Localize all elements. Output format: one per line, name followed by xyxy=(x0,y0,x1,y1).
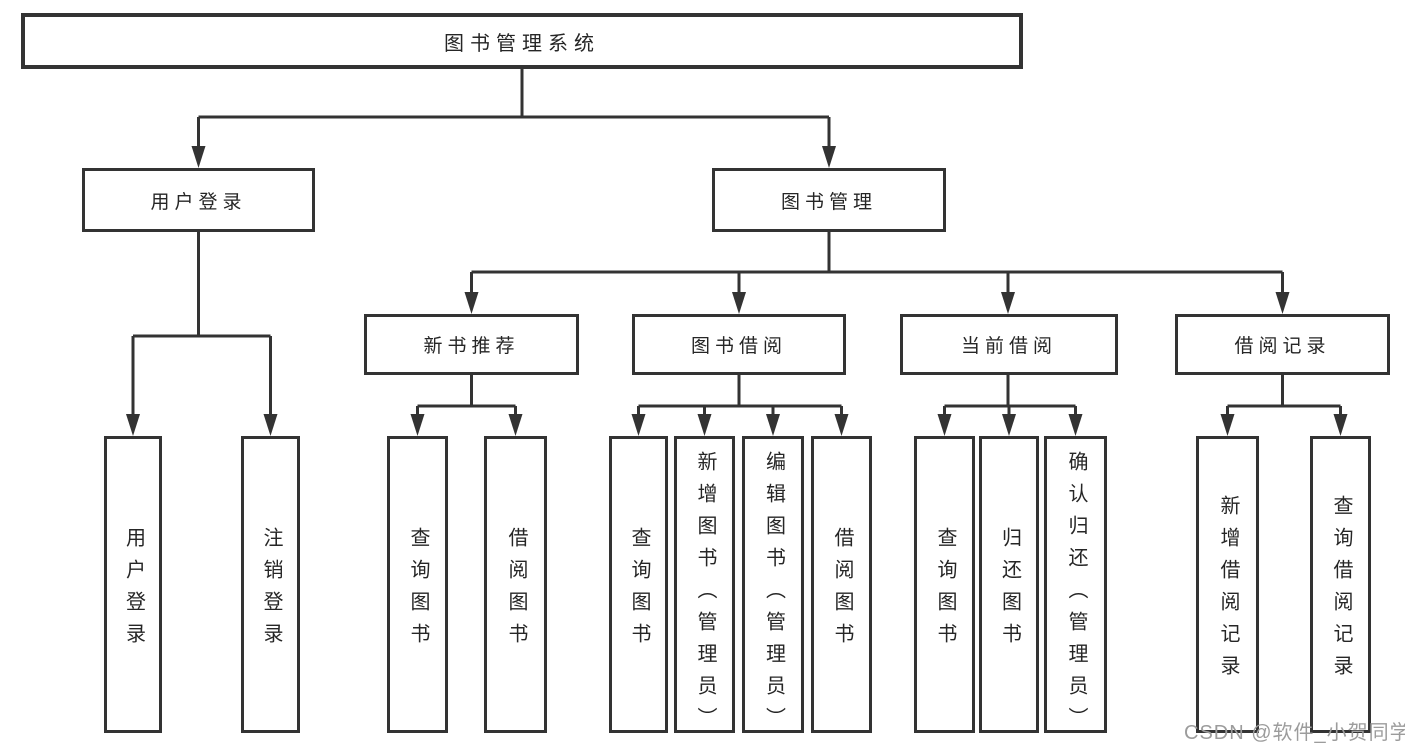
leaf-borrow-books: 借阅图书 xyxy=(811,436,872,733)
node-root: 图书管理系统 xyxy=(21,13,1023,69)
leaf-user-login: 用户登录 xyxy=(104,436,162,733)
leaf-label: 查询图书 xyxy=(628,526,650,655)
node-label: 新书推荐 xyxy=(423,336,520,357)
arrow-down-icon xyxy=(191,146,206,168)
leaf-edit-books-admin: 编辑图书（管理员） xyxy=(742,436,804,739)
leaf-query-books-borrow: 查询图书 xyxy=(609,436,668,733)
leaf-label: 编辑图书（管理员） xyxy=(762,451,785,739)
node-book-borrow: 图书借阅 xyxy=(632,314,846,375)
node-label: 图书管理 xyxy=(780,191,877,213)
leaf-query-borrow-record: 查询借阅记录 xyxy=(1310,436,1371,733)
leaf-label: 借阅图书 xyxy=(505,526,527,655)
tree-edges xyxy=(131,69,1342,416)
leaf-logout: 注销登录 xyxy=(241,436,300,733)
leaf-label: 查询图书 xyxy=(407,526,429,655)
leaf-add-books-admin: 新增图书（管理员） xyxy=(674,436,735,739)
leaf-borrow-books-recommend: 借阅图书 xyxy=(484,436,547,733)
node-new-book-recommend: 新书推荐 xyxy=(364,314,579,375)
leaf-label: 查询借阅记录 xyxy=(1330,494,1352,687)
arrow-down-icon xyxy=(410,414,425,436)
node-root-label: 图书管理系统 xyxy=(444,32,600,55)
leaf-return-books: 归还图书 xyxy=(979,436,1039,733)
arrow-down-icon xyxy=(1333,414,1348,436)
arrow-down-icon xyxy=(1220,414,1235,436)
node-borrow-records: 借阅记录 xyxy=(1175,314,1390,375)
arrow-down-icon xyxy=(508,414,523,436)
arrow-down-icon xyxy=(263,414,278,436)
node-user-login: 用户登录 xyxy=(82,168,315,232)
arrow-down-icon xyxy=(937,414,952,436)
node-current-borrow: 当前借阅 xyxy=(900,314,1118,375)
leaf-label: 新增图书（管理员） xyxy=(694,451,716,739)
leaf-label: 新增借阅记录 xyxy=(1217,494,1239,687)
node-label: 图书借阅 xyxy=(690,336,787,357)
node-label: 当前借阅 xyxy=(960,336,1057,357)
leaf-label: 查询图书 xyxy=(934,526,956,655)
leaf-query-books-recommend: 查询图书 xyxy=(387,436,448,733)
arrowheads xyxy=(126,146,1348,436)
leaf-label: 注销登录 xyxy=(260,526,282,655)
arrow-down-icon xyxy=(126,414,140,436)
leaf-label: 借阅图书 xyxy=(831,526,853,655)
leaf-add-borrow-record: 新增借阅记录 xyxy=(1196,436,1259,733)
arrow-down-icon xyxy=(464,292,479,314)
arrow-down-icon xyxy=(631,414,646,436)
arrow-down-icon xyxy=(1002,414,1016,436)
arrow-down-icon xyxy=(834,414,849,436)
arrow-down-icon xyxy=(766,414,780,436)
leaf-label: 确认归还（管理员） xyxy=(1065,451,1087,739)
leaf-confirm-return-admin: 确认归还（管理员） xyxy=(1044,436,1107,739)
node-book-management: 图书管理 xyxy=(712,168,946,232)
leaf-query-books-current: 查询图书 xyxy=(914,436,975,733)
csdn-watermark: CSDN @软件_小贺同学 xyxy=(1184,722,1405,744)
node-label: 借阅记录 xyxy=(1234,336,1331,357)
leaf-label: 用户登录 xyxy=(122,526,145,655)
arrow-down-icon xyxy=(697,414,712,436)
arrow-down-icon xyxy=(1068,414,1083,436)
arrow-down-icon xyxy=(822,146,836,168)
arrow-down-icon xyxy=(1275,292,1290,314)
arrow-down-icon xyxy=(1001,292,1015,314)
leaf-label: 归还图书 xyxy=(998,526,1021,655)
node-label: 用户登录 xyxy=(150,191,247,213)
arrow-down-icon xyxy=(732,292,746,314)
